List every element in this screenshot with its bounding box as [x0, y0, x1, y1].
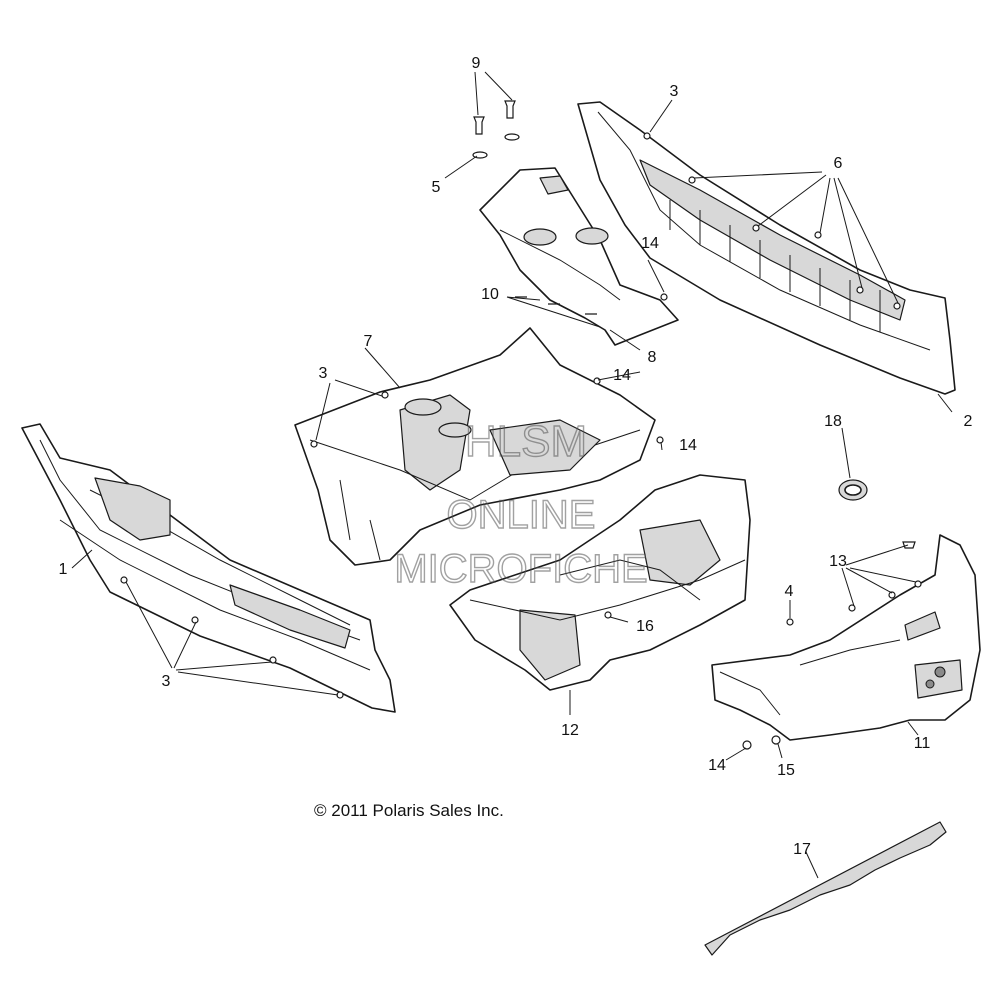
part-8-center-console	[479, 167, 679, 346]
callout-11: 11	[914, 735, 931, 752]
callout-4: 4	[785, 583, 794, 600]
part-12-front-floor	[449, 474, 751, 691]
part-2-right-rocker-panel	[577, 101, 956, 395]
callout-1: 1	[59, 561, 68, 578]
fastener-13-c	[914, 580, 922, 588]
callout-2: 2	[964, 413, 973, 430]
fastener-3-top	[643, 132, 651, 140]
callout-10: 10	[481, 286, 499, 303]
washer-9	[504, 133, 520, 141]
fastener-14-console	[660, 293, 668, 301]
fastener-16	[604, 611, 612, 619]
fastener-3-left	[310, 440, 318, 448]
callout-labels: 9 5 3 6 7 3 14 14 10 8 2 14 18 1 13 4 16…	[59, 55, 973, 858]
fastener-15	[771, 735, 781, 745]
fastener-6e	[893, 302, 901, 310]
fastener-13-a	[848, 604, 856, 612]
fastener-14-front	[656, 436, 664, 444]
part-1-left-rocker-panel	[21, 423, 396, 713]
fastener-6a	[688, 176, 696, 184]
fastener-3-low-c	[269, 656, 277, 664]
callout-17: 17	[793, 841, 811, 858]
fastener-13-bolt	[902, 541, 916, 549]
fastener-3-low-a	[120, 576, 128, 584]
screw-9a	[473, 116, 485, 135]
callout-12: 12	[561, 722, 579, 739]
callout-8: 8	[648, 349, 657, 366]
callout-18: 18	[824, 413, 842, 430]
watermark-line-1: HLSM	[465, 417, 587, 466]
callout-3-low: 3	[162, 673, 171, 690]
part-17-trim-strip	[704, 821, 947, 956]
watermark: HLSM ONLINE MICROFICHE	[394, 416, 649, 591]
callout-14-lower: 14	[708, 757, 726, 774]
fasteners	[120, 100, 922, 750]
part-18-grommet	[838, 479, 868, 501]
fastener-6b	[752, 224, 760, 232]
fastener-3-mid	[381, 391, 389, 399]
watermark-line-2: ONLINE	[447, 493, 596, 537]
callout-16: 16	[636, 618, 654, 635]
fastener-3-low-b	[191, 616, 199, 624]
callout-6: 6	[834, 155, 843, 172]
callout-14-tub: 14	[613, 367, 631, 384]
callout-13: 13	[829, 553, 847, 570]
callout-3-mid: 3	[319, 365, 328, 382]
fastener-6d	[856, 286, 864, 294]
fastener-13-b	[888, 591, 896, 599]
fastener-14-tub	[593, 377, 601, 385]
callout-7: 7	[364, 333, 373, 350]
callout-9: 9	[472, 55, 481, 72]
callout-14-front: 14	[679, 437, 697, 454]
screw-9b	[504, 100, 516, 119]
part-11-firewall-panel	[711, 534, 981, 741]
callout-14-console: 14	[641, 235, 659, 252]
watermark-line-3: MICROFICHE	[394, 547, 647, 591]
copyright-notice: © 2011 Polaris Sales Inc.	[314, 801, 504, 820]
fastener-4	[786, 618, 794, 626]
fastener-14-lower	[742, 740, 752, 750]
leader-lines	[71, 71, 953, 879]
callout-5: 5	[432, 179, 441, 196]
fasteners-10	[515, 296, 597, 315]
fastener-6c	[814, 231, 822, 239]
callout-15: 15	[777, 762, 795, 779]
callout-3-top: 3	[670, 83, 679, 100]
part-7-floor-tub	[294, 327, 656, 566]
